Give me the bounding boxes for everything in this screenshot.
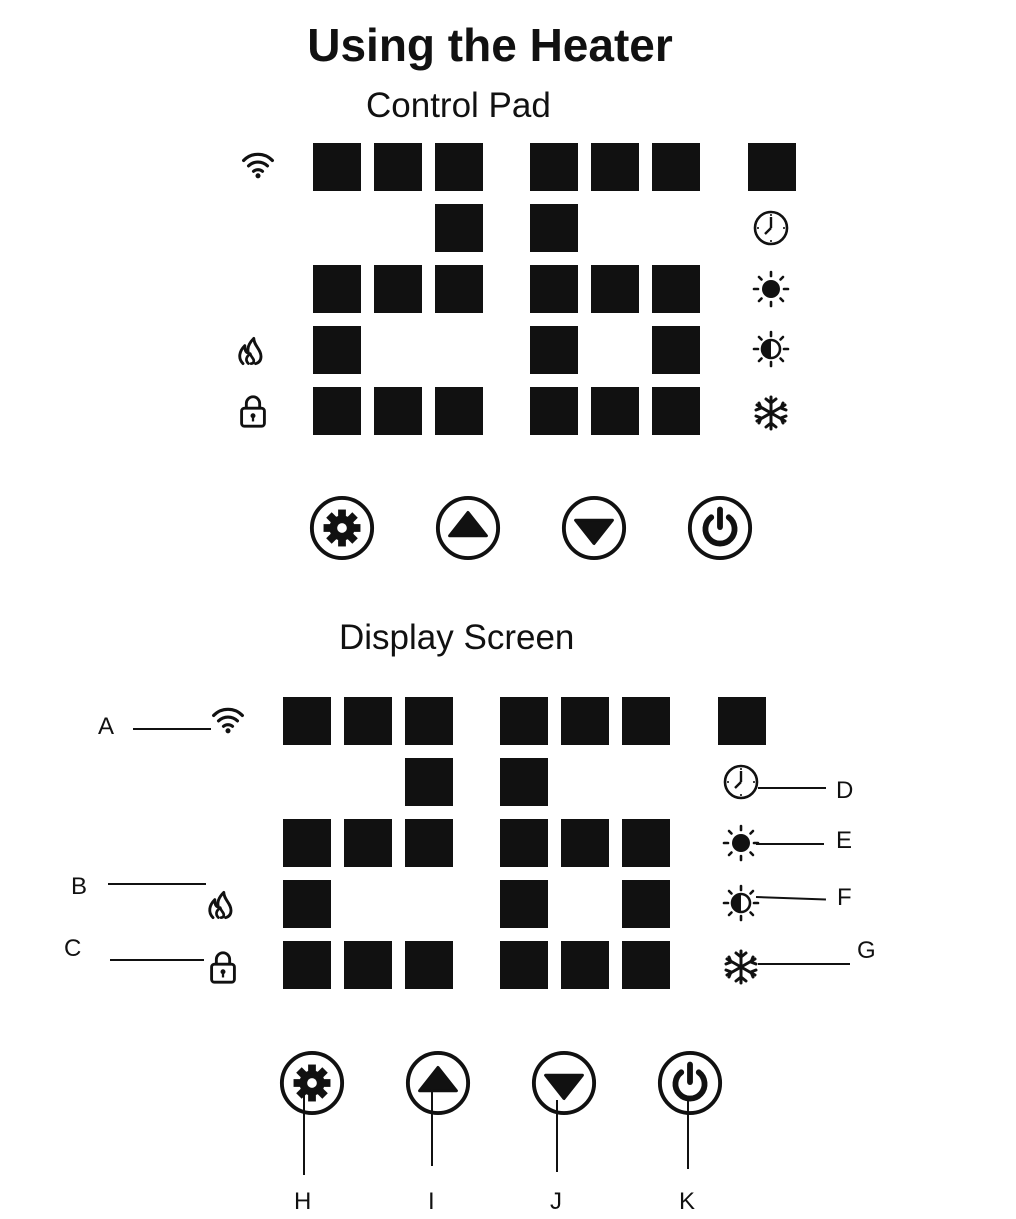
callout-line-b [108, 883, 206, 885]
degree-indicator [748, 143, 796, 191]
up-button[interactable] [434, 494, 502, 562]
snowflake-icon [721, 947, 761, 987]
settings-button[interactable] [308, 494, 376, 562]
segment [530, 204, 578, 252]
segment [283, 941, 331, 989]
segment [622, 697, 670, 745]
segment [405, 941, 453, 989]
callout-line-i [431, 1086, 433, 1166]
segment [622, 819, 670, 867]
segment [561, 697, 609, 745]
segment [622, 941, 670, 989]
segment [591, 143, 639, 191]
segment [652, 387, 700, 435]
segment [435, 204, 483, 252]
segment [435, 387, 483, 435]
wifi-icon [210, 702, 246, 738]
snowflake-icon [751, 393, 791, 433]
segment [591, 387, 639, 435]
flame-icon [234, 333, 270, 369]
callout-line-f [755, 896, 826, 901]
callout-label-b: B [71, 873, 88, 900]
callout-label-e: E [836, 827, 853, 854]
callout-label-d: D [836, 777, 854, 804]
callout-line-g [758, 963, 850, 965]
segment [500, 758, 548, 806]
segment [405, 819, 453, 867]
segment [530, 326, 578, 374]
segment [652, 143, 700, 191]
segment [622, 880, 670, 928]
sun-half-icon [721, 883, 761, 923]
callout-line-d [758, 787, 826, 789]
segment [313, 265, 361, 313]
callout-line-e [756, 843, 824, 845]
callout-label-j: J [550, 1188, 562, 1215]
callout-line-k [687, 1097, 689, 1169]
segment [435, 265, 483, 313]
sun-filled-icon [721, 823, 761, 863]
wifi-icon [240, 147, 276, 183]
up-button[interactable] [404, 1049, 472, 1117]
segment [530, 143, 578, 191]
segment [652, 326, 700, 374]
segment [283, 880, 331, 928]
degree-indicator [718, 697, 766, 745]
segment [500, 880, 548, 928]
segment [283, 819, 331, 867]
segment [374, 387, 422, 435]
callout-line-c [110, 959, 204, 961]
segment [405, 697, 453, 745]
segment [530, 265, 578, 313]
callout-label-a: A [98, 713, 115, 740]
segment [283, 697, 331, 745]
settings-button[interactable] [278, 1049, 346, 1117]
callout-label-f: F [837, 884, 852, 911]
segment [435, 143, 483, 191]
segment [561, 941, 609, 989]
segment [374, 143, 422, 191]
segment [500, 941, 548, 989]
segment [313, 387, 361, 435]
flame-icon [204, 887, 240, 923]
sun-filled-icon [751, 269, 791, 309]
segment [405, 758, 453, 806]
lock-icon [234, 392, 272, 430]
segment [561, 819, 609, 867]
segment [591, 265, 639, 313]
segment [500, 819, 548, 867]
clock-icon [721, 762, 761, 802]
segment [313, 143, 361, 191]
power-button[interactable] [656, 1049, 724, 1117]
segment [344, 941, 392, 989]
display-screen-heading: Display Screen [339, 618, 575, 657]
segment [344, 697, 392, 745]
lock-icon [204, 948, 242, 986]
clock-icon [751, 208, 791, 248]
segment [374, 265, 422, 313]
segment [530, 387, 578, 435]
callout-label-i: I [428, 1188, 435, 1215]
power-button[interactable] [686, 494, 754, 562]
segment [313, 326, 361, 374]
callout-line-h [303, 1095, 305, 1175]
control-pad-heading: Control Pad [366, 86, 551, 125]
callout-label-h: H [294, 1188, 312, 1215]
segment [500, 697, 548, 745]
down-button[interactable] [560, 494, 628, 562]
page-title: Using the Heater [307, 19, 673, 71]
segment [652, 265, 700, 313]
callout-label-k: K [679, 1188, 696, 1215]
callout-line-j [556, 1100, 558, 1172]
down-button[interactable] [530, 1049, 598, 1117]
segment [344, 819, 392, 867]
callout-label-g: G [857, 937, 876, 964]
sun-half-icon [751, 329, 791, 369]
callout-label-c: C [64, 935, 82, 962]
callout-line-a [133, 728, 211, 730]
